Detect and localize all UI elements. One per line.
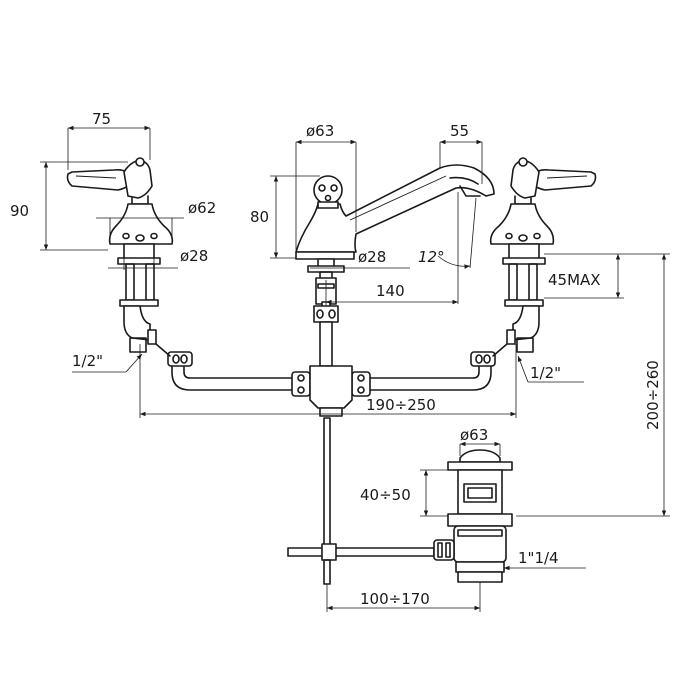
label-rod-length-range: 100÷170 <box>360 590 430 608</box>
left-lever-hub <box>123 159 153 199</box>
spout-body <box>295 164 495 253</box>
label-deck-thickness: 45MAX <box>548 271 601 289</box>
label-side-connection-left: 1/2" <box>72 352 103 370</box>
label-spout-angle: 12° <box>418 248 445 266</box>
label-handle-width: 75 <box>92 110 111 128</box>
connecting-pipes <box>155 343 508 417</box>
right-valve <box>489 157 597 353</box>
label-rosette-diameter: ø62 <box>188 199 216 217</box>
waste-cap <box>459 449 501 463</box>
dimension-labels: 75 90 ø62 ø28 ø63 80 55 ø28 12° 140 45MA… <box>10 110 662 608</box>
left-valve <box>66 157 174 353</box>
label-spout-tip: 55 <box>450 122 469 140</box>
label-centers-range: 190÷250 <box>366 396 436 414</box>
label-spout-reach: 140 <box>376 282 405 300</box>
label-spout-base-diameter: ø63 <box>306 122 334 140</box>
label-side-connection-right: 1/2" <box>530 364 561 382</box>
waste-assembly <box>433 449 513 583</box>
spout <box>295 164 495 367</box>
label-waste-diameter: ø63 <box>460 426 488 444</box>
label-spout-shank-diameter: ø28 <box>358 248 386 266</box>
dimension-lines <box>40 125 670 612</box>
label-waste-thread: 1"1/4 <box>518 549 559 567</box>
label-total-height-range: 200÷260 <box>644 360 662 430</box>
left-lever-handle <box>66 169 133 191</box>
left-bell <box>108 203 174 245</box>
label-handle-height: 90 <box>10 202 29 220</box>
label-waste-height-range: 40÷50 <box>360 486 411 504</box>
label-side-shank-diameter: ø28 <box>180 247 208 265</box>
label-spout-height: 80 <box>250 208 269 226</box>
